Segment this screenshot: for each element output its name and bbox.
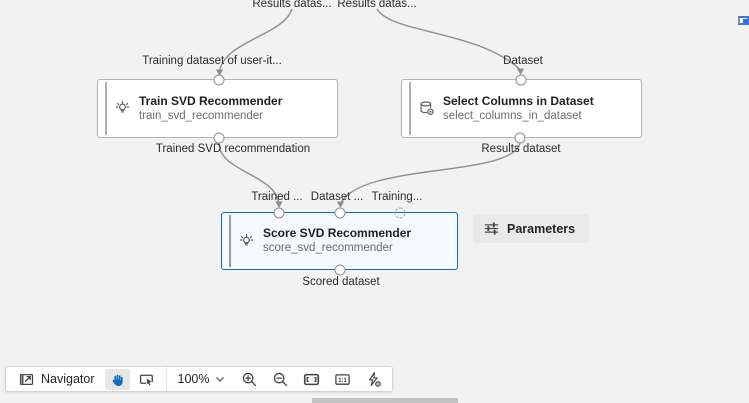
node-score-svd-recommender[interactable]: Score SVD Recommender score_svd_recommen… <box>221 212 458 270</box>
node-subtitle: select_columns_in_dataset <box>443 109 582 122</box>
auto-layout-button[interactable] <box>361 369 386 390</box>
zoom-in-icon <box>243 372 257 386</box>
port-label-train-output: Trained SVD recommendation <box>155 143 311 155</box>
input-port[interactable] <box>515 74 527 86</box>
navigator-button[interactable]: Navigator <box>14 369 99 390</box>
zoom-out-button[interactable] <box>268 369 293 390</box>
fit-to-screen-button[interactable] <box>299 369 324 390</box>
node-grip <box>409 82 411 135</box>
minimap-fragment-button[interactable] <box>738 16 749 25</box>
output-port[interactable] <box>334 264 346 276</box>
upstream-port-label: Results datas... <box>337 0 417 10</box>
input-port[interactable] <box>273 207 285 219</box>
output-port[interactable] <box>213 132 225 144</box>
hand-icon <box>112 374 123 386</box>
edge[interactable] <box>339 142 521 205</box>
horizontal-scrollbar-thumb[interactable] <box>312 398 458 403</box>
node-train-svd-recommender[interactable]: Train SVD Recommender train_svd_recommen… <box>97 79 338 138</box>
node-title: Train SVD Recommender <box>139 93 283 108</box>
input-port[interactable] <box>334 207 346 219</box>
bulb-sparkle-icon <box>239 233 254 245</box>
zoom-level-dropdown[interactable]: 100% <box>174 370 230 388</box>
toolbar-separator <box>165 367 167 391</box>
parameters-button-label: Parameters <box>507 221 576 236</box>
database-gear-icon <box>420 101 434 115</box>
canvas-toolbar: Navigator 100% <box>5 366 394 392</box>
node-grip <box>105 82 107 135</box>
minimap-fragment-dot <box>743 19 747 23</box>
zoom-level-value: 100% <box>177 372 210 386</box>
node-title: Score SVD Recommender <box>263 226 412 240</box>
edge[interactable] <box>218 8 293 72</box>
zoom-in-button[interactable] <box>237 369 262 390</box>
node-subtitle: train_svd_recommender <box>139 109 264 122</box>
node-select-columns-in-dataset[interactable]: Select Columns in Dataset select_columns… <box>401 79 642 138</box>
edge-arrowheads <box>215 68 525 208</box>
upstream-port-label: Results datas... <box>252 0 332 10</box>
input-port[interactable] <box>213 74 225 86</box>
port-label-score-input-3: Training... <box>371 191 423 203</box>
port-label-train-input: Training dataset of user-it... <box>142 55 282 67</box>
parameters-button[interactable]: Parameters <box>473 214 590 243</box>
output-port[interactable] <box>514 132 526 144</box>
bulb-sparkle-icon <box>115 100 130 113</box>
node-subtitle: score_svd_recommender <box>263 242 393 254</box>
actual-size-icon: 1:1 <box>335 373 351 385</box>
zoom-out-icon <box>274 372 288 386</box>
port-label-score-input-2: Dataset ... <box>310 191 364 203</box>
actual-size-button[interactable]: 1:1 <box>330 369 355 390</box>
optional-input-port[interactable] <box>394 207 406 219</box>
chevron-down-icon <box>216 376 225 382</box>
port-label-score-input-1: Trained ... <box>251 191 303 203</box>
sliders-icon <box>484 222 499 235</box>
select-tool-button[interactable] <box>134 369 159 390</box>
node-title: Select Columns in Dataset <box>443 93 594 108</box>
port-label-score-output: Scored dataset <box>302 276 380 288</box>
port-label-select-output: Results dataset <box>481 143 561 155</box>
node-grip <box>229 215 231 267</box>
fit-to-screen-icon <box>304 373 320 385</box>
auto-layout-icon <box>369 371 382 387</box>
edge[interactable] <box>376 8 521 71</box>
navigator-icon <box>19 373 34 385</box>
edge[interactable] <box>218 142 280 205</box>
navigator-label: Navigator <box>41 372 95 386</box>
svg-text:1:1: 1:1 <box>339 378 348 384</box>
pan-tool-button[interactable] <box>104 368 130 390</box>
select-cursor-icon <box>139 374 153 385</box>
port-label-select-input: Dataset <box>503 55 543 67</box>
